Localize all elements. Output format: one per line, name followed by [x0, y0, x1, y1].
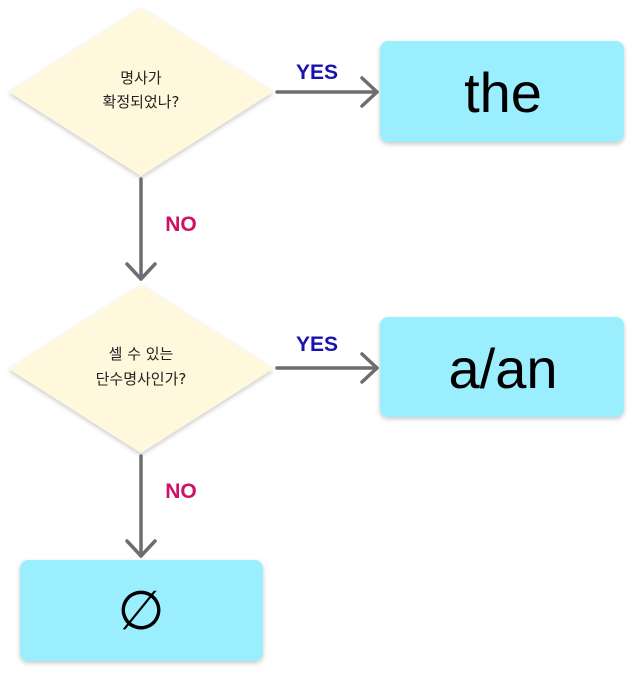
result-a-an: a/an: [380, 317, 624, 417]
decision-line-1: 명사가: [120, 69, 162, 87]
decision-line-2: 확정되었나?: [103, 93, 180, 111]
result-label: the: [464, 61, 542, 124]
decision-countable-singular: 셀 수 있는 단수명사인가?: [9, 285, 273, 453]
decision-line-2: 단수명사인가?: [96, 370, 187, 388]
edge-label-yes: YES: [296, 61, 338, 84]
edge-label-no: NO: [165, 480, 197, 503]
arrow-yes-1: [275, 76, 379, 108]
result-box: [380, 41, 624, 142]
result-the: the: [380, 41, 624, 142]
result-null: ∅: [20, 560, 263, 661]
edge-label-yes: YES: [296, 333, 338, 356]
decision-noun-definite: 명사가 확정되었나?: [9, 8, 273, 176]
result-box: [20, 560, 263, 661]
result-label: a/an: [449, 337, 558, 400]
arrow-no-1: [125, 177, 157, 281]
decision-diamond: [9, 285, 273, 453]
arrow-no-2: [125, 454, 157, 558]
result-box: [380, 317, 624, 417]
arrow-yes-2: [275, 352, 379, 384]
decision-diamond: [9, 8, 273, 176]
decision-line-1: 셀 수 있는: [109, 345, 174, 363]
edge-label-no: NO: [165, 213, 197, 236]
result-label: ∅: [117, 579, 164, 642]
